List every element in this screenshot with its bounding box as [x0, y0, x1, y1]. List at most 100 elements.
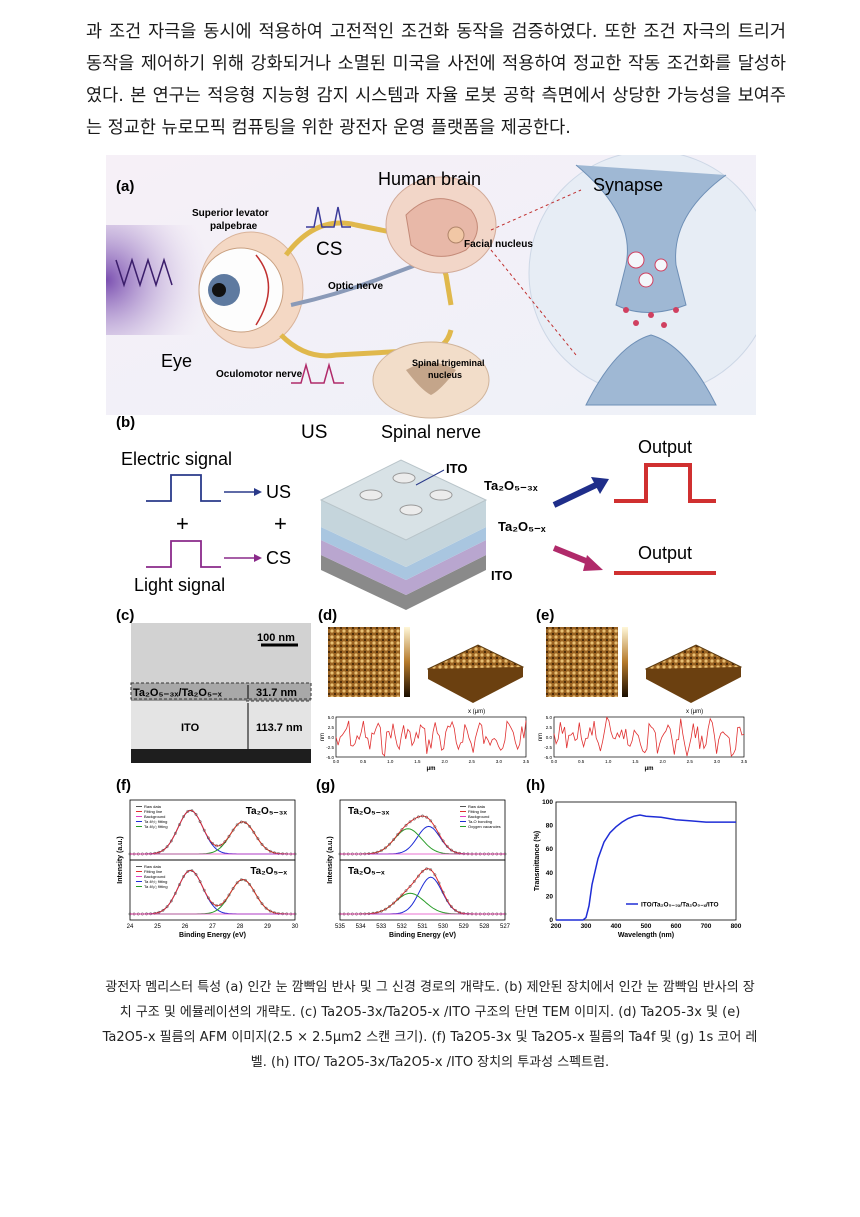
afm-profile-frame — [553, 716, 745, 758]
xps-raw-point — [153, 851, 157, 855]
xps-raw-point — [379, 909, 383, 913]
label-cs-b: CS — [266, 548, 291, 568]
panel-label-h: (h) — [526, 777, 545, 794]
afm-x-tick: 2.5 — [469, 759, 476, 764]
xps-raw-point — [174, 891, 177, 895]
xps-raw-point — [169, 899, 173, 903]
xps-raw-point — [412, 817, 416, 821]
xps-y-label: Intensity (a.u.) — [327, 836, 334, 883]
xps-raw-point — [264, 906, 268, 910]
xps-fitting-line — [130, 809, 295, 855]
afm-colorbar — [622, 627, 628, 697]
afm-x-tick: 0.5 — [360, 759, 367, 764]
legend-label: Fitting line — [144, 809, 163, 814]
xps-raw-point — [449, 905, 453, 909]
synapse-illustration-icon — [528, 155, 756, 406]
afm-profile-line — [335, 720, 527, 757]
legend-label: Ta 4f₇/₂ fitting — [144, 879, 167, 884]
xps-raw-point — [239, 878, 243, 882]
label-ito-thickness: 113.7 nm — [256, 722, 303, 734]
xps-x-tick: 535 — [335, 924, 346, 930]
xps-x-tick: 24 — [127, 924, 134, 930]
afm-y-label: nm — [320, 733, 326, 741]
panel-b: (b) Electric signal US + + CS Light sign… — [116, 414, 716, 610]
afm-3d-axis-label: x (μm) — [468, 709, 485, 715]
afm-x-label: μm — [426, 766, 435, 772]
xps-raw-point — [161, 848, 165, 852]
label-oculomotor-nerve: Oculomotor nerve — [216, 369, 303, 380]
xps-raw-point — [198, 880, 202, 884]
xps-x-tick: 530 — [438, 924, 449, 930]
xps-raw-point — [408, 884, 412, 888]
afm-y-tick: -5.0 — [544, 755, 552, 760]
xps-raw-point — [252, 889, 256, 893]
xps-raw-point — [231, 887, 235, 890]
xps-raw-point — [408, 820, 412, 824]
afm-x-label: μm — [644, 766, 653, 772]
xps-raw-point — [165, 905, 169, 909]
figure: (a) — [106, 155, 756, 939]
xps-raw-point — [396, 833, 400, 836]
xps-raw-point — [388, 842, 391, 846]
legend-label: Ta 4f₅/₂ fitting — [144, 824, 168, 829]
intro-text: 과 조건 자극을 동시에 적용하여 고전적인 조건화 동작을 검증하였다. 또한… — [86, 22, 786, 138]
xps-raw-point — [207, 836, 210, 840]
xps-raw-point — [396, 897, 400, 901]
xps-raw-point — [437, 881, 441, 885]
xps-x-tick: 533 — [376, 924, 387, 930]
xps-raw-point — [388, 905, 391, 908]
x-tick-label: 700 — [701, 923, 712, 930]
xps-raw-point — [400, 828, 404, 831]
label-ito-top: ITO — [446, 461, 467, 476]
xps-y-label: Intensity (a.u.) — [117, 836, 124, 883]
afm-3d-axis-label: x (μm) — [686, 709, 703, 715]
xps-raw-point — [268, 849, 272, 853]
xps-raw-point — [404, 823, 408, 827]
xps-raw-point — [371, 851, 375, 855]
xps-raw-point — [441, 839, 445, 843]
afm-y-tick: 5.0 — [546, 715, 553, 720]
panel-label-f: (f) — [116, 777, 131, 794]
output-high-pulse — [614, 463, 716, 503]
xps-raw-point — [186, 870, 190, 873]
afm-2d-image — [546, 627, 618, 697]
legend-label: ITO/Ta₂O₅₋₃ₓ/Ta₂O₅₋ₓ/ITO — [641, 902, 719, 909]
label-scale-bar: 100 nm — [257, 632, 295, 644]
xps-raw-point — [190, 809, 194, 812]
label-ta2o5-3x: Ta₂O₅₋₃ₓ — [484, 478, 538, 493]
xps-x-tick: 25 — [154, 924, 161, 930]
xps-raw-point — [194, 873, 198, 876]
xps-raw-point — [404, 889, 408, 893]
caption-text: 광전자 멤리스터 특성 (a) 인간 눈 깜빡임 반사 및 그 신경 경로의 개… — [102, 980, 758, 1070]
legend-label: Fitting line — [144, 869, 163, 874]
device-illustration-icon — [319, 459, 488, 610]
xps-raw-point — [178, 823, 181, 826]
xps-raw-point — [244, 878, 247, 882]
afm-profile-line — [553, 716, 745, 757]
afm-x-tick: 0.0 — [551, 759, 558, 764]
plus-right: + — [274, 511, 287, 536]
arrow-output-low — [552, 545, 593, 566]
label-eye: Eye — [161, 351, 192, 371]
xps-raw-point — [256, 896, 260, 900]
xps-raw-point — [182, 815, 186, 818]
xps-raw-point — [277, 852, 280, 855]
xps-raw-point — [231, 828, 235, 832]
afm-x-tick: 1.5 — [632, 759, 639, 764]
panel-label-e: (e) — [536, 607, 554, 624]
xps-raw-point — [219, 843, 223, 847]
legend-label: Raw data — [144, 864, 162, 869]
x-tick-label: 500 — [641, 923, 652, 930]
xps-raw-point — [165, 845, 169, 849]
xps-raw-point — [462, 911, 466, 915]
afm-x-tick: 1.0 — [387, 759, 394, 764]
xps-raw-point — [260, 902, 264, 906]
xps-sample-label: Ta₂O₅₋ₓ — [348, 866, 385, 877]
series-line — [556, 814, 736, 921]
xps-raw-point — [198, 820, 202, 823]
xps-fitting-line — [130, 869, 295, 915]
label-ta2o5-x: Ta₂O₅₋ₓ — [498, 519, 546, 534]
xps-raw-point — [379, 849, 383, 853]
xps-fit-component — [340, 892, 505, 915]
